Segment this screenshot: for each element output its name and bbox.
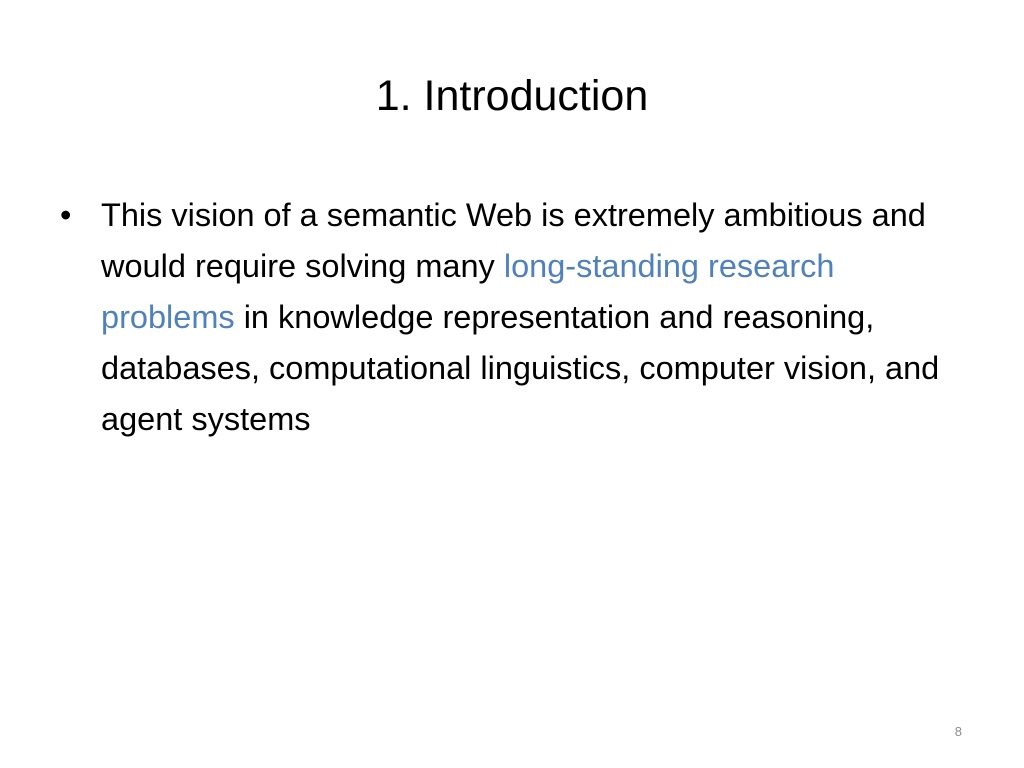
bullet-text-before: This vision of a semantic Web is extreme… (101, 197, 926, 284)
slide-title: 1. Introduction (375, 72, 649, 120)
highlighted-phrase: long-standing research problems (101, 248, 835, 335)
bullet-item: • This vision of a semantic Web is extre… (60, 190, 950, 445)
bullet-text-after: in knowledge representation and reasonin… (101, 299, 940, 437)
slide-number: 8 (954, 724, 962, 739)
bullet-marker: • (60, 197, 72, 233)
bullet-list: • This vision of a semantic Web is extre… (60, 190, 950, 445)
